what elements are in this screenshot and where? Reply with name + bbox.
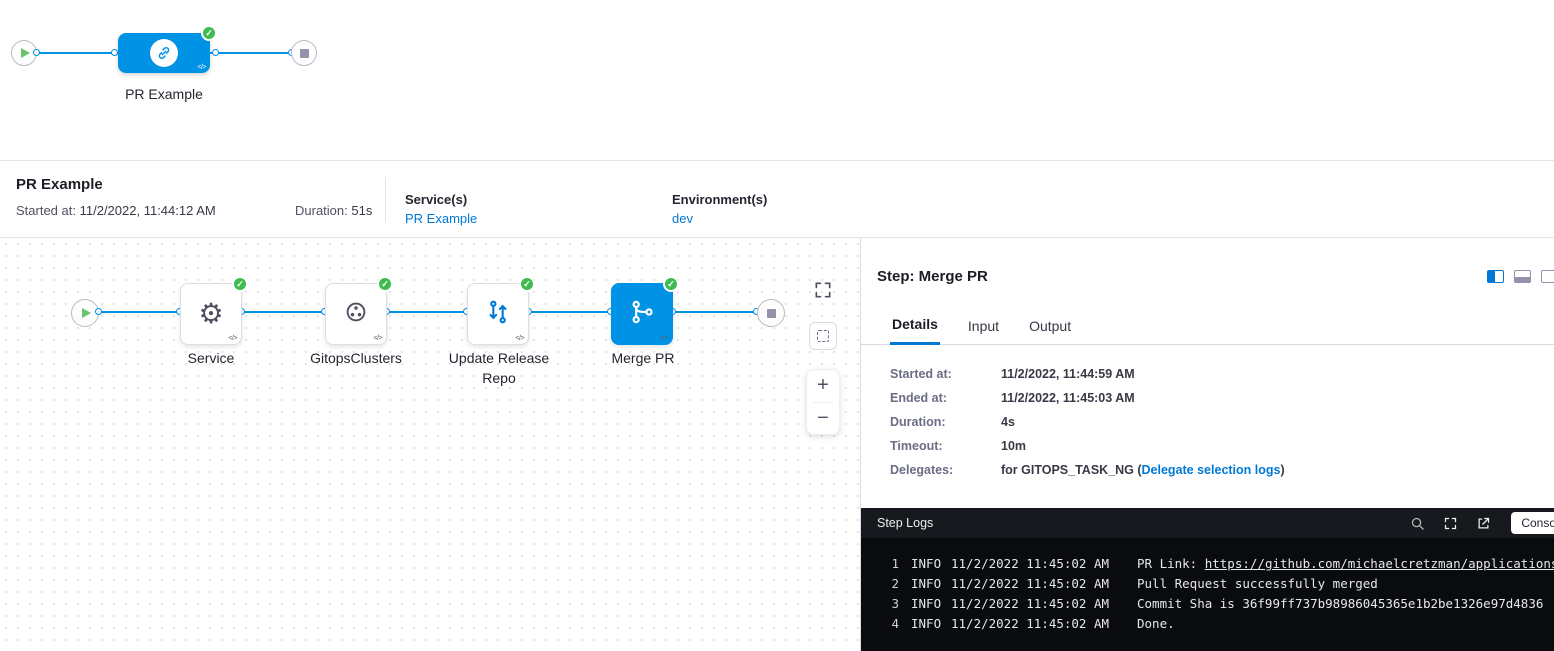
log-line: 4 INFO 11/2/2022 11:45:02 AM Done.	[891, 616, 1175, 631]
step-node-gitopsclusters[interactable]: </> ✓	[325, 276, 393, 345]
zoom-divider	[813, 401, 833, 403]
log-search-icon[interactable]	[1410, 516, 1425, 531]
connector-line	[529, 311, 611, 313]
log-line: 2 INFO 11/2/2022 11:45:02 AM Pull Reques…	[891, 576, 1378, 591]
connector-line	[673, 311, 757, 313]
step-label-update-release-repo: Update Release Repo	[448, 350, 550, 386]
detail-row-duration: Duration: 4s	[890, 415, 1015, 429]
code-icon: </>	[197, 64, 206, 71]
step-tabs: Details Input Output	[861, 308, 1554, 345]
clusters-icon	[342, 298, 370, 331]
connector-port	[33, 49, 40, 56]
step-details-list: Started at: 11/2/2022, 11:44:59 AM Ended…	[890, 362, 1544, 482]
success-check-icon: ✓	[519, 276, 535, 292]
log-line: 3 INFO 11/2/2022 11:45:02 AM Commit Sha …	[891, 596, 1544, 611]
environments-label: Environment(s)	[672, 192, 768, 207]
success-check-icon: ✓	[232, 276, 248, 292]
step-logs-title: Step Logs	[877, 516, 934, 530]
log-line: 1 INFO 11/2/2022 11:45:02 AM PR Link: ht…	[885, 556, 1554, 576]
panel-layout-toggles	[1487, 270, 1554, 283]
overview-node-pr-example[interactable]: </> ✓	[118, 25, 217, 73]
connector-line	[99, 311, 180, 313]
stage-end-node	[757, 299, 785, 327]
tab-details[interactable]: Details	[890, 316, 940, 345]
zoom-in-button[interactable]: +	[817, 374, 829, 397]
detail-row-started: Started at: 11/2/2022, 11:44:59 AM	[890, 367, 1135, 381]
success-check-icon: ✓	[377, 276, 393, 292]
tab-input[interactable]: Input	[967, 318, 1000, 334]
duration-label: Duration:	[295, 203, 348, 218]
selection-box-icon	[817, 330, 829, 342]
pipeline-overview-graph: </> ✓ PR Example	[0, 0, 1554, 161]
code-icon: </>	[659, 335, 668, 342]
git-merge-icon	[628, 298, 656, 331]
duration-text: Duration: 51s	[295, 203, 372, 218]
stop-icon	[299, 48, 309, 58]
step-node-update-release-repo[interactable]: </> ✓	[467, 276, 535, 345]
connector-port	[212, 49, 219, 56]
step-label-service: Service	[187, 350, 235, 366]
connector-line	[242, 311, 325, 313]
detail-row-ended: Ended at: 11/2/2022, 11:45:03 AM	[890, 391, 1135, 405]
duration-value: 51s	[351, 203, 373, 218]
summary-divider	[385, 177, 386, 222]
code-icon: </>	[228, 335, 237, 342]
layout-split-left-icon[interactable]	[1487, 270, 1504, 283]
execution-title: PR Example	[16, 176, 103, 193]
git-sync-icon	[484, 298, 512, 331]
connector-port	[95, 308, 102, 315]
started-at-text: Started at: 11/2/2022, 11:44:12 AM	[16, 203, 216, 218]
layout-right-icon[interactable]	[1541, 270, 1554, 283]
environments-value-link[interactable]: dev	[672, 211, 693, 226]
step-label-merge-pr: Merge PR	[611, 350, 675, 366]
code-icon: </>	[373, 335, 382, 342]
success-check-icon: ✓	[201, 25, 217, 41]
execution-summary-bar: PR Example Started at: 11/2/2022, 11:44:…	[0, 161, 1554, 238]
play-icon	[21, 48, 30, 58]
overview-connector-line	[210, 52, 296, 54]
connector-line	[387, 311, 467, 313]
step-logs-header: Step Logs Conso	[861, 508, 1554, 538]
detail-row-timeout: Timeout: 10m	[890, 439, 1027, 453]
step-details-panel: Step: Merge PR Details Input Output Star…	[861, 238, 1554, 508]
started-at-value: 11/2/2022, 11:44:12 AM	[79, 203, 216, 218]
zoom-out-button[interactable]: −	[817, 406, 829, 429]
step-label-gitopsclusters: GitopsClusters	[310, 350, 402, 366]
stop-icon	[766, 308, 776, 318]
overview-node-label: PR Example	[125, 86, 203, 102]
fullscreen-button[interactable]	[811, 278, 835, 302]
step-logs-console: Step Logs Conso 1 INFO 1	[861, 508, 1554, 651]
gear-icon: ⚙	[198, 298, 224, 329]
log-open-new-tab-icon[interactable]	[1476, 516, 1491, 531]
step-node-service[interactable]: ⚙ </> ✓	[180, 276, 248, 345]
success-check-icon: ✓	[663, 276, 679, 292]
services-label: Service(s)	[405, 192, 468, 207]
detail-row-delegates: Delegates: for GITOPS_TASK_NG (Delegate …	[890, 463, 1285, 477]
overview-end-node	[291, 40, 317, 66]
pr-link[interactable]: https://github.com/michaelcretzman/appli…	[1204, 556, 1554, 571]
code-icon: </>	[515, 335, 524, 342]
pipeline-link-icon	[150, 39, 178, 67]
zoom-controls: + −	[806, 369, 840, 435]
services-value-link[interactable]: PR Example	[405, 211, 478, 226]
console-view-button[interactable]: Conso	[1511, 512, 1554, 534]
started-at-label: Started at:	[16, 203, 76, 218]
log-expand-icon[interactable]	[1443, 516, 1458, 531]
step-panel-title: Step: Merge PR	[877, 268, 988, 285]
stage-execution-canvas: ⚙ </> ✓ </> ✓	[0, 238, 861, 651]
overview-connector-line	[37, 52, 118, 54]
step-node-merge-pr[interactable]: </> ✓	[611, 276, 679, 345]
overview-start-node	[11, 40, 37, 66]
delegate-selection-logs-link[interactable]: Delegate selection logs	[1141, 463, 1281, 477]
layout-bottom-icon[interactable]	[1514, 270, 1531, 283]
connector-port	[111, 49, 118, 56]
marquee-select-button[interactable]	[809, 322, 837, 350]
tab-output[interactable]: Output	[1029, 318, 1072, 334]
step-logs-output: 1 INFO 11/2/2022 11:45:02 AM PR Link: ht…	[861, 538, 1554, 651]
play-icon	[82, 308, 91, 318]
